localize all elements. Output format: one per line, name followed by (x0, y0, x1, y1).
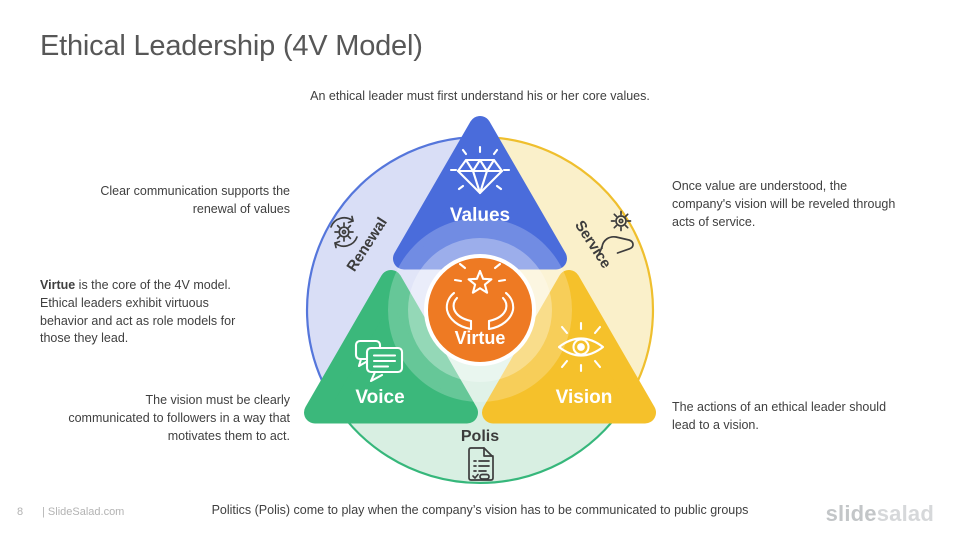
document-checklist-icon (468, 447, 494, 481)
annotation-voice: The vision must be clearly communicated … (68, 393, 290, 443)
speech-bubbles-icon (354, 339, 404, 383)
annotation-virtue-rest: is the core of the 4V model. Ethical lea… (40, 278, 236, 346)
4v-model-diagram: Renewal Service Polis (304, 116, 656, 485)
eye-icon (557, 321, 605, 373)
annotation-virtue-term: Virtue (40, 278, 76, 292)
voice-label: Voice (355, 387, 404, 408)
values-label: Values (450, 205, 510, 226)
annotation-renewal: Clear communication supports the renewal… (100, 184, 290, 216)
annotation-values: An ethical leader must first understand … (310, 89, 650, 103)
virtue-circle (424, 254, 536, 366)
page-number: 8 (17, 506, 24, 518)
polis-arc-border (329, 395, 631, 485)
polis-sector (330, 310, 630, 483)
annotation-vision: The actions of an ethical leader should … (672, 400, 887, 432)
hand-gear-icon (598, 210, 634, 255)
logo-light-part: salad (876, 501, 934, 526)
site-reference: | SlideSalad.com (42, 506, 125, 518)
vision-triangle (482, 270, 656, 424)
hands-holding-star-icon (445, 262, 515, 331)
logo-bold-part: slide (825, 501, 877, 526)
slidesalad-logo: slidesalad (826, 501, 934, 527)
virtue-label: Virtue (455, 328, 506, 348)
annotation-virtue: Virtue is the core of the 4V model. Ethi… (40, 277, 285, 348)
annotation-polis: Politics (Polis) come to play when the c… (211, 503, 749, 517)
annotation-service: Once value are understood, the company's… (672, 179, 896, 229)
voice-triangle (304, 270, 478, 424)
gear-refresh-icon (330, 215, 358, 249)
service-arc-border (479, 135, 654, 398)
diamond-icon (449, 145, 511, 195)
renewal-arc-border (306, 135, 481, 398)
vision-label: Vision (556, 387, 613, 408)
polis-label: Polis (461, 428, 499, 445)
page-title: Ethical Leadership (4V Model) (40, 30, 423, 62)
